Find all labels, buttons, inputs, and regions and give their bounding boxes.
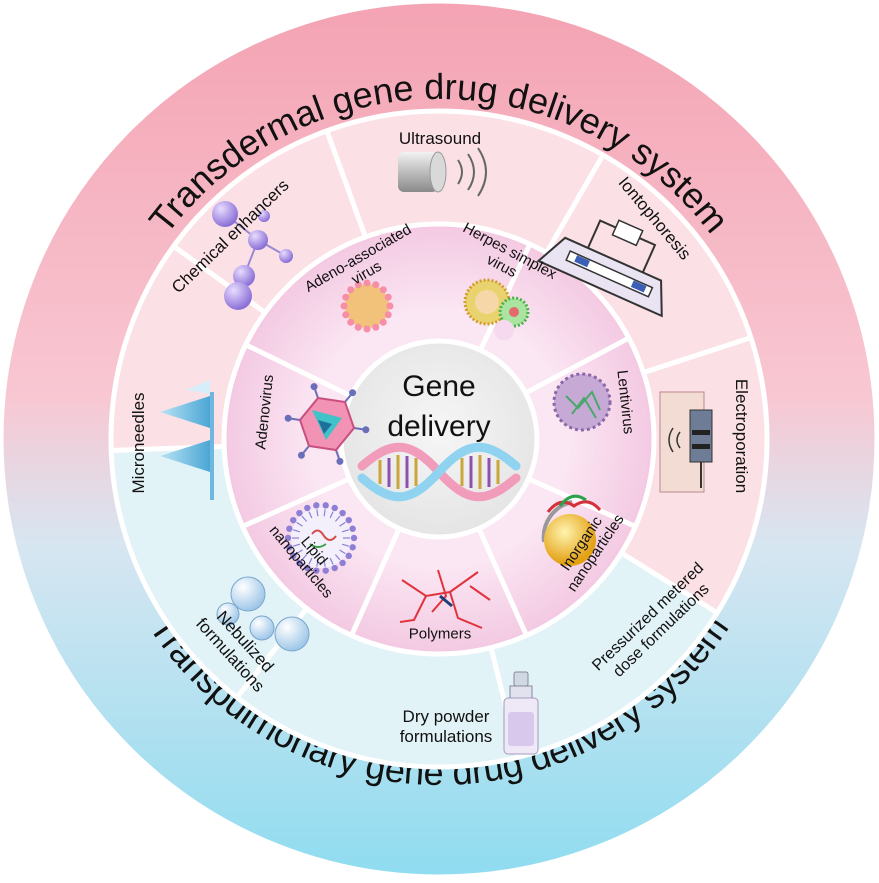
lentivirus-icon (552, 372, 612, 432)
dna-helix-icon (357, 442, 521, 502)
microneedle-icon (160, 380, 214, 500)
inner-ring-label: Polymers (409, 625, 472, 642)
middle-sector (237, 608, 519, 768)
middle-ring-label: Dry powder (403, 707, 490, 726)
herpes-virus-icon (463, 278, 530, 340)
ultrasound-icon (398, 147, 487, 197)
molecule-icon (212, 201, 293, 310)
lipid-nanoparticle-icon (284, 502, 358, 574)
adenovirus-icon (284, 383, 370, 465)
aav-icon (340, 279, 394, 333)
middle-sector (326, 110, 603, 253)
electroporation-icon (659, 391, 713, 493)
middle-ring-label: Electroporation (732, 379, 751, 493)
center-title-line1: Gene (402, 370, 475, 403)
inorganic-nanoparticle-icon (541, 494, 602, 566)
middle-sector (173, 130, 366, 313)
spray-bottle-icon (503, 671, 539, 755)
polymer-icon (399, 569, 491, 629)
inner-ring-label: Lentivirus (613, 369, 637, 435)
middle-ring-label: formulations (400, 727, 493, 746)
iontophoresis-device-icon (536, 219, 663, 318)
center-title-line2: delivery (387, 410, 490, 443)
droplets-icon (216, 576, 310, 652)
middle-ring-label: Ultrasound (399, 129, 481, 148)
middle-ring-label: Microneedles (129, 392, 148, 493)
middle-sector (546, 154, 751, 373)
middle-sector (491, 552, 718, 758)
